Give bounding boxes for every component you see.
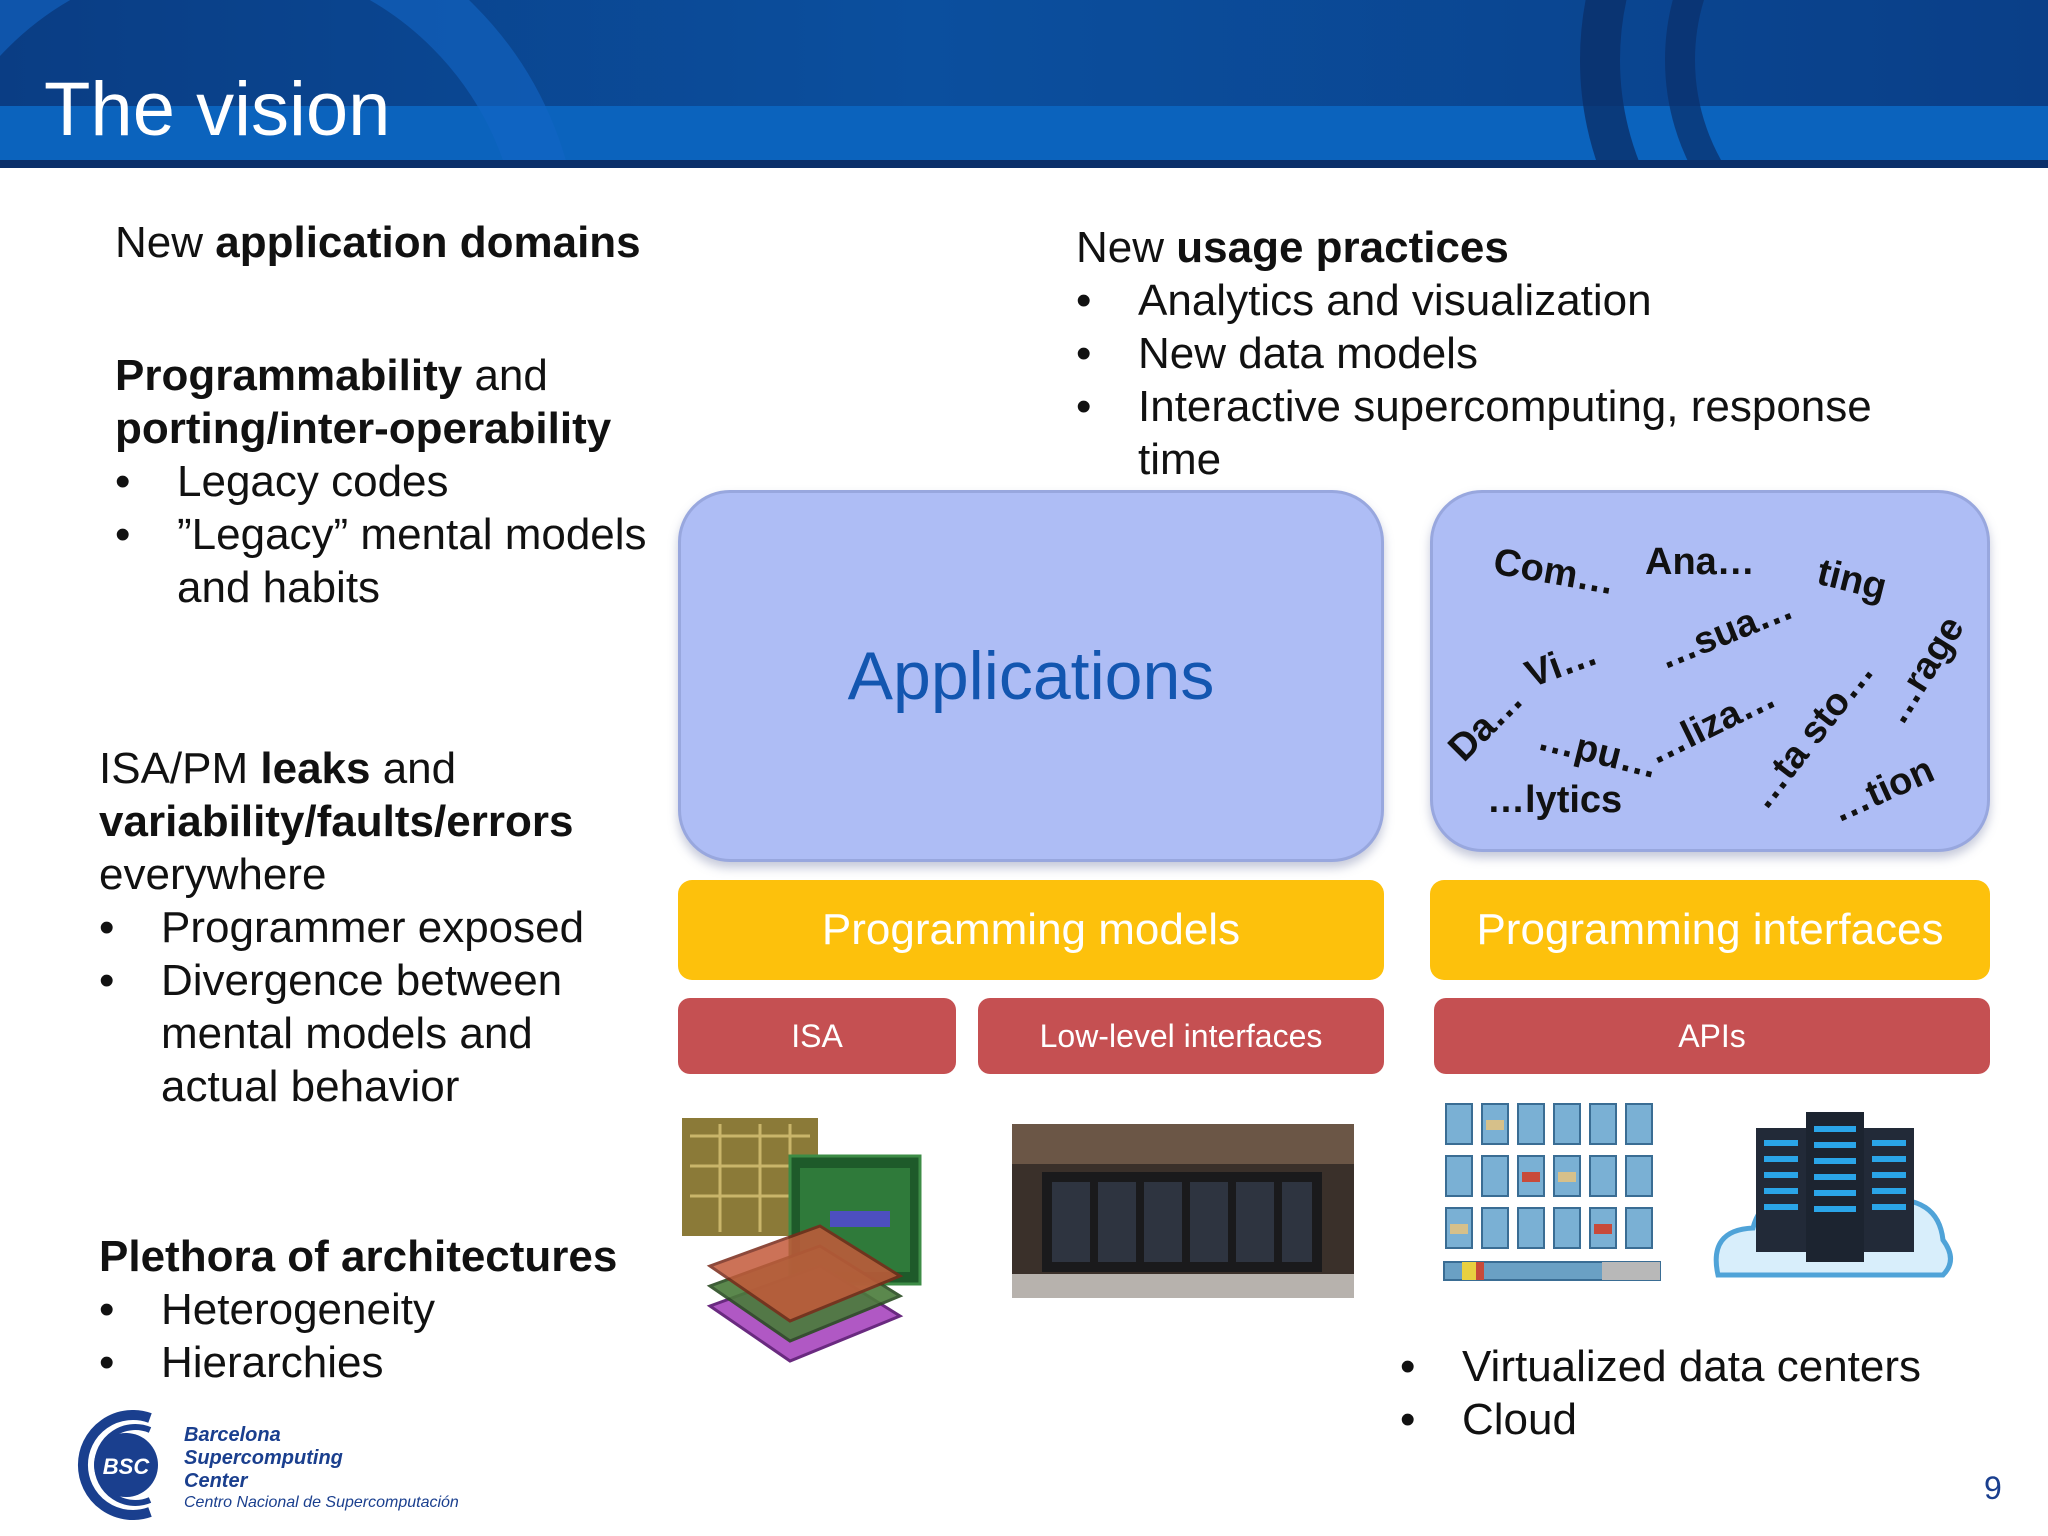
bullet-continuation: mental models and [161, 1009, 533, 1058]
word-fragment: …tion [1824, 748, 1941, 832]
bullet-continuation: and habits [177, 563, 381, 612]
word-fragment: Da… [1440, 678, 1532, 770]
domains-heading: New application domains [115, 218, 641, 267]
bullet-item: Programmer exposed [99, 901, 679, 954]
programmability-block: Programmability and porting/inter-operab… [115, 349, 675, 614]
word-fragment: Com… [1490, 540, 1619, 604]
bullet-item: Virtualized data centers [1400, 1340, 1921, 1393]
programming-interfaces-bar: Programming interfaces [1430, 880, 1990, 980]
cloud-servers-image [1713, 1112, 1953, 1278]
word-fragment: ting [1813, 551, 1891, 609]
logo-name: Barcelona Supercomputing Center [184, 1424, 343, 1492]
applications-box: Applications [678, 490, 1384, 862]
logo-mark: BSC [103, 1454, 151, 1479]
word-fragment: …liza… [1640, 675, 1783, 774]
bullet-item: Hierarchies [99, 1336, 617, 1389]
word-fragment: Ana… [1645, 541, 1755, 583]
word-fragment: …pu… [1533, 716, 1663, 788]
chip-stack-image [682, 1118, 922, 1363]
low-level-interfaces-bar: Low-level interfaces [978, 998, 1384, 1074]
word-cloud-box: Com… Ana… ting Da… Vi… …sua… …rage …pu… … [1430, 490, 1990, 852]
header-underline [0, 160, 2048, 168]
bullet-item: Divergence between [99, 954, 679, 1007]
word-fragment: Vi… [1519, 631, 1604, 697]
bullet-item: Heterogeneity [99, 1283, 617, 1336]
isa-bar: ISA [678, 998, 956, 1074]
bullet-item: Interactive supercomputing, response [1076, 380, 2016, 433]
server-grid-image [1443, 1103, 1661, 1281]
bullet-item: ”Legacy” mental models [115, 508, 675, 561]
word-fragment: …rage [1874, 608, 1973, 732]
bullet-continuation: time [1138, 435, 1222, 484]
logo-subtitle: Centro Nacional de Supercomputación [184, 1494, 459, 1511]
programming-models-bar: Programming models [678, 880, 1384, 980]
bullet-item: New data models [1076, 327, 2016, 380]
usage-block: New usage practices Analytics and visual… [1076, 221, 2016, 486]
bullet-item: Cloud [1400, 1393, 1921, 1446]
isa-block: ISA/PM leaks and variability/faults/erro… [99, 742, 679, 1113]
word-fragment: …sua… [1652, 586, 1800, 679]
architectures-block: Plethora of architectures Heterogeneity … [99, 1230, 617, 1389]
page-title: The vision [44, 67, 391, 152]
header-arcs-decoration [0, 0, 1726, 168]
bsc-logo: BSC [78, 1410, 158, 1520]
data-center-block: Virtualized data centers Cloud [1400, 1340, 1921, 1446]
word-fragment: …lytics [1487, 779, 1623, 821]
bullet-continuation: actual behavior [161, 1062, 460, 1111]
slide-header [0, 0, 2048, 168]
bullet-item: Legacy codes [115, 455, 675, 508]
page-number: 9 [1984, 1470, 2002, 1506]
supercomputer-room-image [1012, 1124, 1354, 1298]
bullet-item: Analytics and visualization [1076, 274, 2016, 327]
apis-bar: APIs [1434, 998, 1990, 1074]
applications-label: Applications [847, 638, 1215, 714]
